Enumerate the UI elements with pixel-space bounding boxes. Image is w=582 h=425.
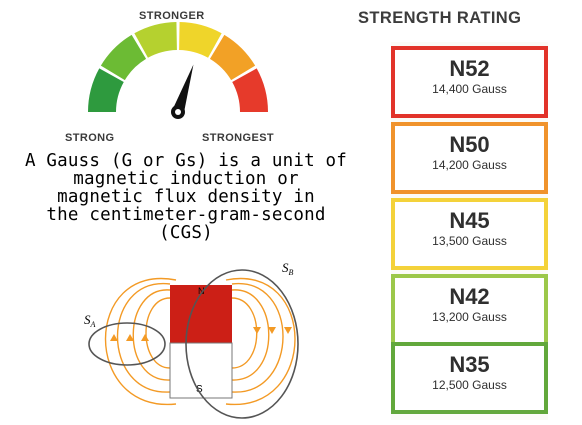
- definition-line: magnetic induction or: [73, 169, 299, 189]
- gauge-hub-center: [175, 109, 181, 115]
- rating-grade: N35: [449, 352, 490, 377]
- field-lines-svg: N S SA SB: [84, 260, 299, 419]
- gauge-dial: [88, 22, 268, 119]
- gauge-segment: [88, 68, 124, 112]
- gauge-label-stronger: STRONGER: [139, 10, 205, 22]
- south-pole-block: [169, 342, 233, 399]
- surface-a-label: SA: [84, 312, 96, 329]
- strength-rating-list: N52 14,400 Gauss N50 14,200 Gauss N45 13…: [391, 42, 548, 420]
- rating-gauss: 14,200 Gauss: [432, 158, 507, 172]
- rating-grade: N42: [449, 284, 490, 309]
- gauge-needle: [172, 64, 194, 114]
- gauge-label-strong: STRONG: [65, 132, 115, 144]
- rating-box-n45: N45 13,500 Gauss: [391, 198, 548, 270]
- rating-gauss: 14,400 Gauss: [432, 82, 507, 96]
- rating-gauss: 12,500 Gauss: [432, 378, 507, 392]
- rating-box-n50: N50 14,200 Gauss: [391, 122, 548, 194]
- gauge-segment: [209, 34, 256, 81]
- magnetic-field-diagram: N S SA SB: [60, 258, 320, 420]
- gauge-segment: [232, 68, 268, 112]
- surface-b-ellipse: [185, 269, 299, 419]
- strength-rating-title: STRENGTH RATING: [358, 9, 522, 27]
- gauge-segment: [134, 22, 177, 58]
- field-lines: [104, 277, 296, 405]
- rating-grade: N45: [449, 208, 490, 233]
- surface-b-label: SB: [282, 260, 294, 277]
- rating-box-n35: N35 12,500 Gauss: [391, 342, 548, 414]
- rating-gauss: 13,500 Gauss: [432, 234, 507, 248]
- north-pole-label: N: [198, 286, 205, 296]
- gauge-segment: [179, 22, 222, 58]
- gauss-definition: A Gauss (G or Gs) is a unit of magnetic …: [0, 152, 372, 242]
- rating-box-n42: N42 13,200 Gauss: [391, 274, 548, 346]
- definition-line: magnetic flux density in: [57, 187, 315, 207]
- definition-line: (CGS): [159, 223, 213, 243]
- definition-line: the centimeter-gram-second: [46, 205, 326, 225]
- gauge-segment: [100, 34, 147, 81]
- definition-line: A Gauss (G or Gs) is a unit of: [24, 151, 348, 171]
- rating-grade: N50: [449, 132, 490, 157]
- gauge-label-strongest: STRONGEST: [202, 132, 275, 144]
- strength-gauge: STRONGER STRONG STRONGEST: [60, 0, 300, 150]
- rating-gauss: 13,200 Gauss: [432, 310, 507, 324]
- surface-a-ellipse: [88, 322, 166, 366]
- rating-box-n52: N52 14,400 Gauss: [391, 46, 548, 118]
- rating-grade: N52: [449, 56, 490, 81]
- south-pole-label: S: [196, 384, 203, 395]
